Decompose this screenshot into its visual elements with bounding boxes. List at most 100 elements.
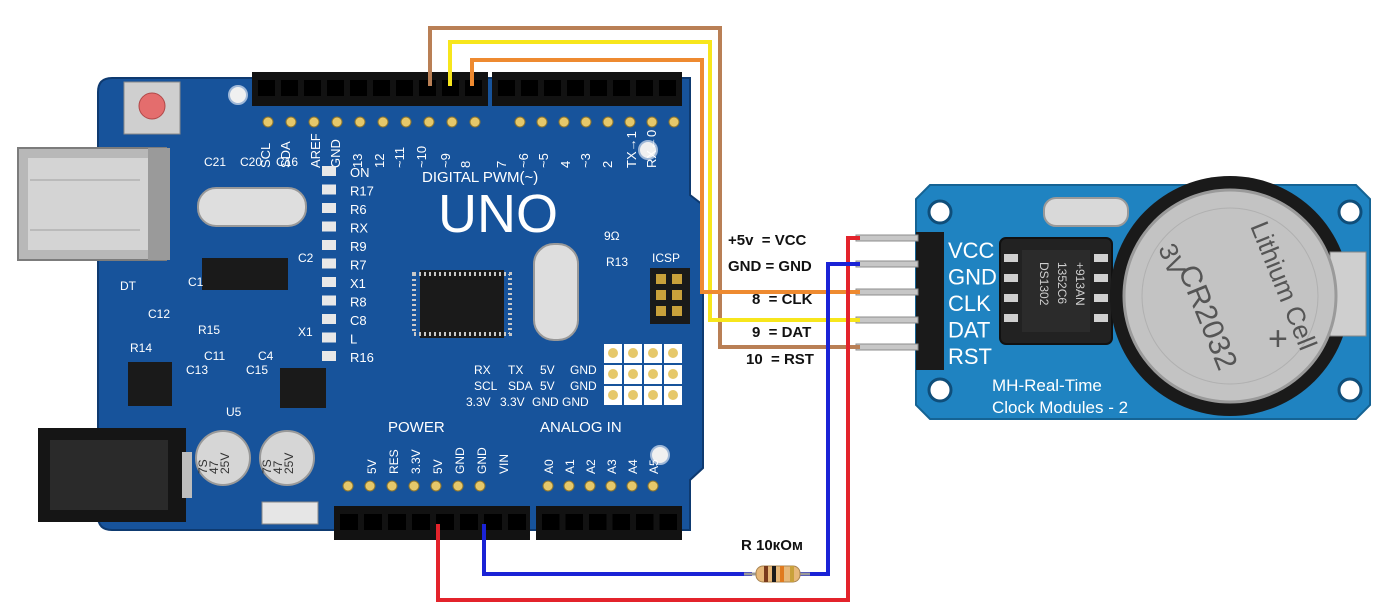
analog-in-label: ANALOG IN <box>540 419 622 436</box>
chip-marking: DS1302 <box>1037 262 1051 306</box>
pin-pad <box>400 116 412 128</box>
pin-label-13: 13 <box>350 154 365 168</box>
pin-label-TX→1: TX→1 <box>624 131 639 168</box>
wire-clk-orange <box>470 58 860 294</box>
pin-pad <box>605 480 617 492</box>
side-label-R9: R9 <box>350 239 367 254</box>
header-socket <box>521 80 538 96</box>
header-socket <box>659 514 677 530</box>
i2c-label-GND: GND <box>532 395 559 409</box>
capacitor-marking: 47 <box>207 460 221 474</box>
icsp-pin <box>656 274 666 284</box>
analog-pin-label-A0: A0 <box>542 459 556 474</box>
pin-label-~9: ~9 <box>438 153 453 168</box>
designator-C1: C1 <box>188 275 204 289</box>
designator-C20: C20 <box>240 155 262 169</box>
header-socket <box>419 80 436 96</box>
side-label-C8: C8 <box>350 313 367 328</box>
i2c-label-3.3V: 3.3V <box>466 395 491 409</box>
header-socket <box>636 80 653 96</box>
pin-pad <box>584 480 596 492</box>
header-socket <box>567 80 584 96</box>
electrolytic-capacitor-1 <box>195 430 251 486</box>
wire-vcc-red <box>436 236 860 602</box>
i2c-label-5V: 5V <box>540 363 555 377</box>
pin-pad <box>626 480 638 492</box>
designator-R13: R13 <box>606 255 628 269</box>
header-socket <box>613 80 630 96</box>
header-socket <box>258 80 275 96</box>
pin-label-2: 2 <box>600 161 615 168</box>
pin-label-8: 8 <box>458 161 473 168</box>
pin-pad <box>430 480 442 492</box>
designator-C16: C16 <box>276 155 298 169</box>
crystal-16mhz <box>533 243 579 341</box>
pad-dot <box>648 390 658 400</box>
pin-pad <box>342 480 354 492</box>
pin-label-~5: ~5 <box>536 153 551 168</box>
connection-label-rst: 10 = RST <box>746 351 814 368</box>
i2c-label-SCL: SCL <box>474 379 498 393</box>
side-label-R8: R8 <box>350 295 367 310</box>
header-socket <box>350 80 367 96</box>
smd-component <box>322 184 336 195</box>
header-socket <box>484 514 502 530</box>
module-name-line2: Clock Modules - 2 <box>992 398 1128 417</box>
pin-label-AREF: AREF <box>308 133 323 168</box>
wire-gnd-blue <box>482 524 752 576</box>
module-pin-label-dat: DAT <box>948 318 990 343</box>
pin-pad <box>452 480 464 492</box>
header-socket <box>636 514 654 530</box>
module-crystal <box>1043 197 1129 227</box>
module-pin-dat <box>855 316 919 324</box>
designator-R14: R14 <box>130 341 152 355</box>
chip-marking: 1352C6 <box>1055 262 1069 304</box>
analog-pin-label-A4: A4 <box>626 459 640 474</box>
pin-pad <box>558 116 570 128</box>
i2c-label-GND: GND <box>570 379 597 393</box>
electrolytic-capacitor-2 <box>259 430 315 486</box>
module-pin-label-rst: RST <box>948 344 992 369</box>
pin-pad <box>647 480 659 492</box>
pin-pad <box>285 116 297 128</box>
module-pin-label-gnd: GND <box>948 265 997 290</box>
pin-label-~10: ~10 <box>414 146 429 168</box>
pin-label-~3: ~3 <box>578 153 593 168</box>
power-pin-label-3.3V: 3.3V <box>409 449 423 474</box>
extra-pad-grid <box>604 344 682 405</box>
module-pins <box>855 234 919 351</box>
header-socket <box>436 514 454 530</box>
arduino-uno-board: UNO DIGITAL PWM(~) POWER ANALOG IN ICSP … <box>17 72 704 540</box>
smd-component <box>322 166 336 176</box>
designator-R15: R15 <box>198 323 220 337</box>
icsp-pin <box>656 290 666 300</box>
i2c-label-SDA: SDA <box>508 379 533 393</box>
power-label: POWER <box>388 419 445 436</box>
pin-label-SDA: SDA <box>278 141 293 168</box>
pad-dot <box>608 390 618 400</box>
pin-label-4: 4 <box>558 161 573 168</box>
chip-leg <box>1004 274 1018 282</box>
side-label-R7: R7 <box>350 258 367 273</box>
icsp-pin <box>672 306 682 316</box>
chip-leg <box>1004 314 1018 322</box>
power-pin-label-5V: 5V <box>431 459 445 474</box>
pin-pad <box>377 116 389 128</box>
i2c-label-5V: 5V <box>540 379 555 393</box>
dc-power-jack <box>38 428 192 522</box>
pad-dot <box>668 390 678 400</box>
side-label-RX: RX <box>350 221 368 236</box>
pin-pad <box>354 116 366 128</box>
pin-pad <box>408 480 420 492</box>
pad-dot <box>628 348 638 358</box>
crystal-oscillator <box>197 187 307 227</box>
designator-C4: C4 <box>258 349 274 363</box>
header-socket <box>590 80 607 96</box>
pin-pad <box>542 480 554 492</box>
pin-label-~6: ~6 <box>516 153 531 168</box>
